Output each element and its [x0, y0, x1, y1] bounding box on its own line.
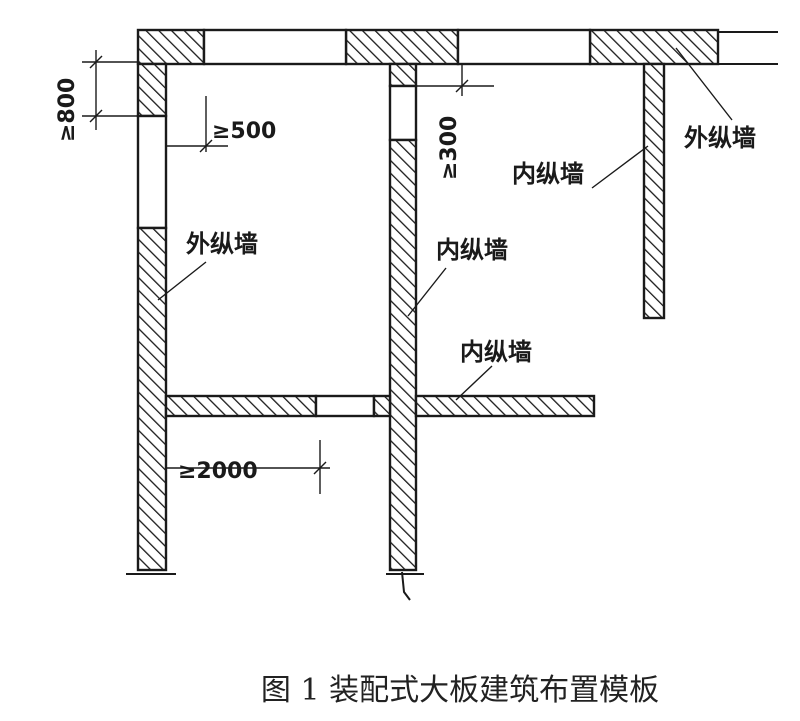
- leader-outer-left: [157, 261, 207, 301]
- dimension-800-label: ≥800: [55, 78, 80, 142]
- leader-outer-top-right: [675, 47, 733, 121]
- dimension-2000-label: ≥2000: [178, 459, 258, 484]
- label-outer-wall-left: 外纵墙: [186, 230, 258, 258]
- dimension-500: ≥500: [166, 96, 276, 153]
- label-inner-wall-middle: 内纵墙: [436, 236, 508, 264]
- top-wall-opening-2: [456, 28, 592, 66]
- cross-wall-right: [414, 394, 596, 418]
- cross-wall-mid: [372, 394, 392, 418]
- cross-wall-opening: [314, 394, 376, 418]
- right-inner-wall: [642, 62, 666, 320]
- top-wall-seg-1: [136, 28, 206, 66]
- walls: [126, 28, 778, 601]
- dimension-300-label: ≥300: [437, 116, 462, 180]
- left-wall-opening: [136, 114, 168, 230]
- middle-wall-end: [401, 571, 411, 601]
- dimension-800: ≥800: [55, 50, 138, 142]
- leader-inner-middle: [407, 267, 447, 317]
- top-wall-seg-2: [344, 28, 460, 66]
- dimension-300: ≥300: [416, 64, 494, 180]
- leader-inner-bottom: [455, 365, 493, 401]
- leader-lines: [157, 47, 733, 401]
- cross-wall-left: [164, 394, 318, 418]
- top-wall-opening-1: [202, 28, 348, 66]
- left-wall-lower: [136, 226, 168, 572]
- top-wall-seg-3: [588, 28, 720, 66]
- dimension-2000: ≥2000: [166, 440, 330, 494]
- middle-wall-top: [388, 62, 418, 88]
- dimension-500-label: ≥500: [212, 119, 276, 144]
- label-inner-wall-right: 内纵墙: [512, 160, 584, 188]
- left-wall-upper: [136, 62, 168, 118]
- figure-caption: 图 1 装配式大板建筑布置模板: [261, 673, 659, 708]
- label-outer-wall-top-right: 外纵墙: [684, 124, 756, 152]
- middle-wall-main: [388, 138, 418, 572]
- label-inner-wall-bottom: 内纵墙: [460, 338, 532, 366]
- leader-inner-right: [591, 145, 649, 189]
- middle-wall-opening: [388, 84, 418, 142]
